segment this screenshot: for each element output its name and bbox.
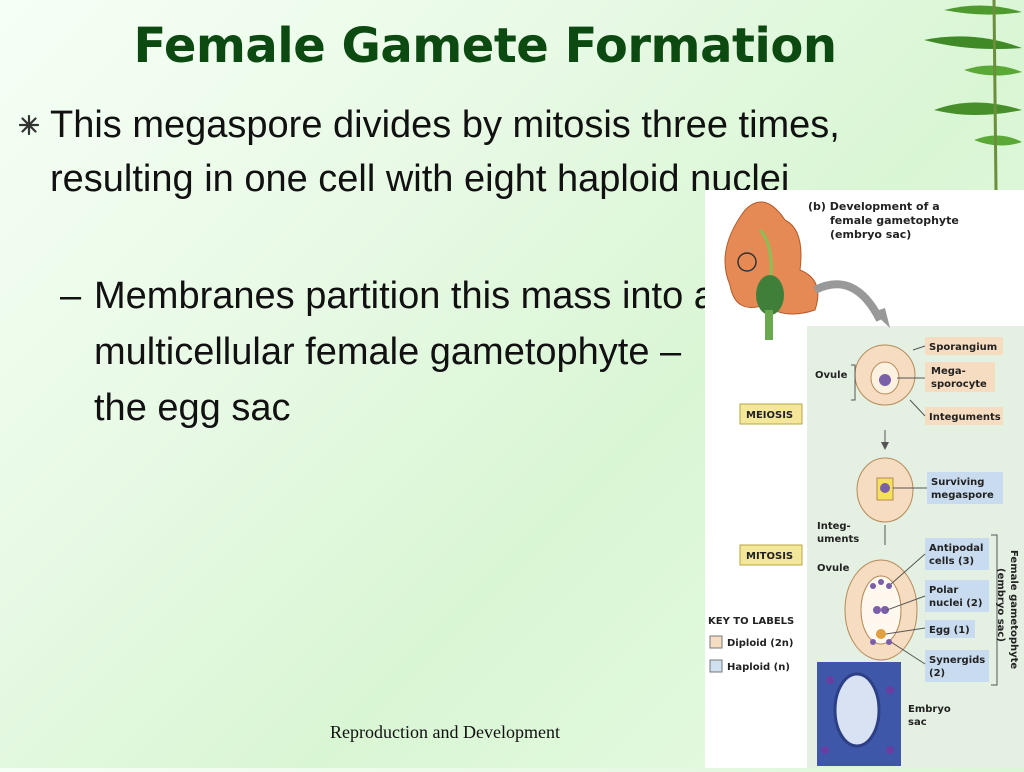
fig-heading-1: (b) Development of a	[808, 200, 940, 213]
fig-surviving-2: megaspore	[931, 490, 994, 501]
fig-heading-2: female gametophyte	[830, 214, 959, 227]
fig-side-1: Female gametophyte	[1008, 550, 1019, 669]
slide-title: Female Gamete Formation	[133, 18, 837, 74]
embryo-sac-micrograph	[817, 662, 901, 766]
asterisk-bullet-icon	[18, 114, 40, 136]
fig-antipodal-2: cells (3)	[929, 556, 974, 567]
bullet-main-text: This megaspore divides by mitosis three …	[50, 104, 840, 200]
fig-surviving-1: Surviving	[931, 477, 984, 488]
fig-synergids-2: (2)	[929, 668, 945, 679]
fig-meiosis: MEIOSIS	[746, 410, 793, 421]
fig-megasporocyte-2: sporocyte	[931, 379, 987, 390]
bamboo-leaves-decoration	[924, 0, 1022, 190]
gametophyte-diagram: (b) Development of a female gametophyte …	[708, 200, 1024, 768]
fig-integ-2: uments	[817, 534, 859, 545]
fig-embryo-1: Embryo	[908, 704, 951, 715]
fig-integuments: Integuments	[929, 412, 1001, 423]
fig-embryo-2: sac	[908, 717, 927, 728]
fig-integ-1: Integ-	[817, 521, 851, 532]
fig-key-title: KEY TO LABELS	[708, 616, 794, 627]
bullet-main: This megaspore divides by mitosis three …	[18, 98, 948, 206]
fig-ovule-label: Ovule	[815, 370, 848, 381]
dash-bullet: –	[60, 275, 82, 317]
fig-heading-3: (embryo sac)	[830, 228, 911, 241]
fig-sporangium: Sporangium	[929, 342, 997, 353]
fig-antipodal-1: Antipodal	[929, 543, 983, 554]
fig-egg: Egg (1)	[929, 625, 970, 636]
fig-polar-2: nuclei (2)	[929, 598, 982, 609]
fig-key-haploid: Haploid (n)	[727, 662, 790, 673]
slide-footer: Reproduction and Development	[330, 722, 560, 742]
fig-mitosis: MITOSIS	[746, 551, 793, 562]
flower-illustration	[724, 201, 890, 340]
fig-polar-1: Polar	[929, 585, 958, 596]
gametophyte-figure: (b) Development of a female gametophyte …	[705, 190, 1024, 768]
fig-key-diploid: Diploid (2n)	[727, 638, 793, 649]
fig-ovule2-label: Ovule	[817, 563, 850, 574]
fig-side-2: (embryo sac)	[995, 568, 1006, 642]
bullet-sub: – Membranes partition this mass into a m…	[60, 268, 720, 436]
bullet-sub-text: Membranes partition this mass into a mul…	[94, 275, 715, 429]
fig-megasporocyte-1: Mega-	[931, 366, 966, 377]
fig-synergids-1: Synergids	[929, 655, 985, 666]
